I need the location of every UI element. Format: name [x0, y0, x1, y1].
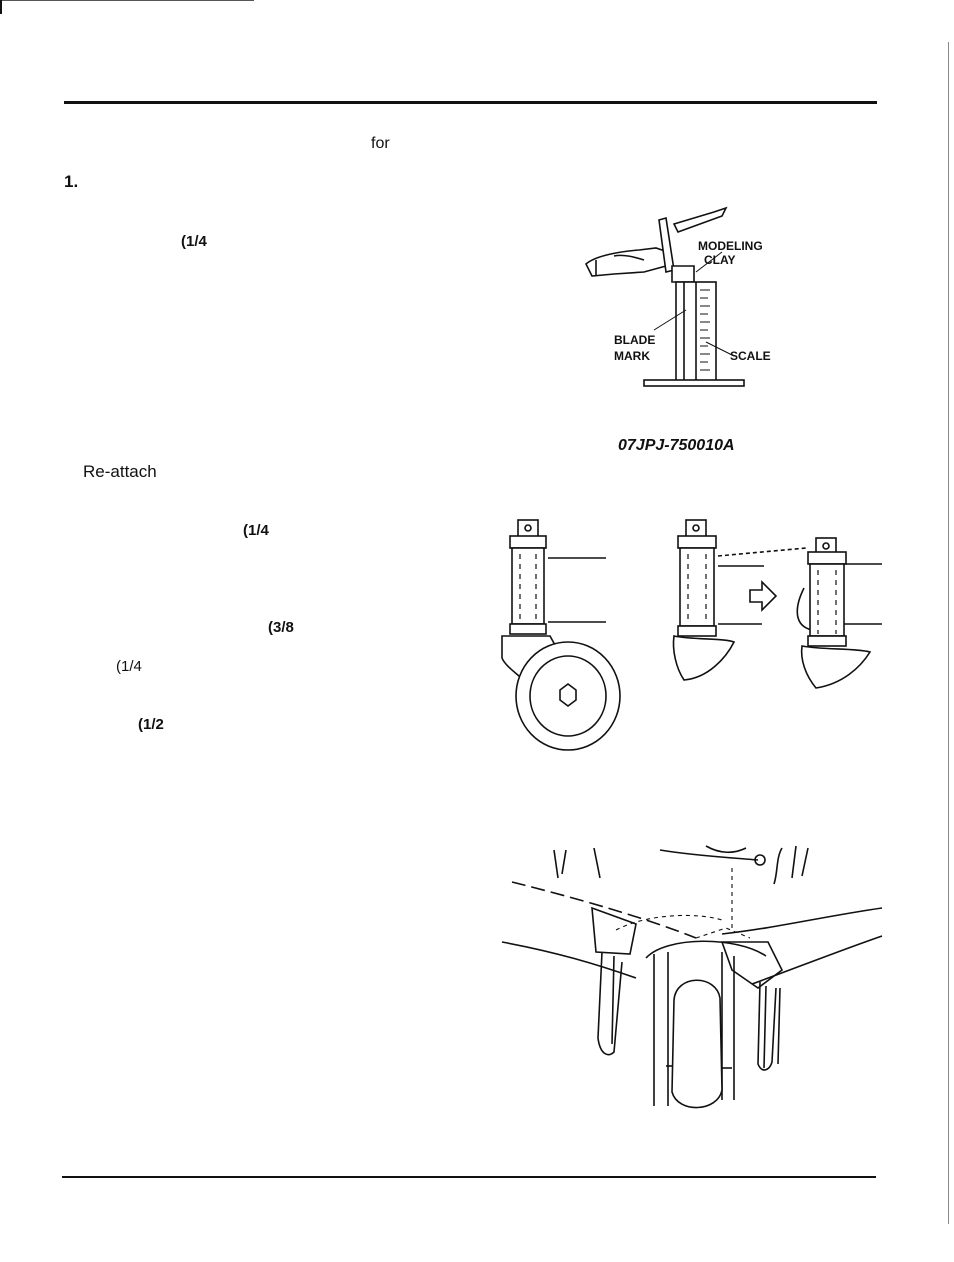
label-mark: MARK: [614, 349, 650, 363]
label-modeling: MODELING: [698, 239, 763, 253]
label-scale: SCALE: [730, 349, 771, 363]
for-word: for: [371, 135, 390, 152]
right-margin-line: [948, 42, 949, 1224]
fraction-quarter-2: (1/4: [243, 522, 269, 539]
fraction-three-eighths: (3/8: [268, 619, 294, 636]
figure1-part-number: 07JPJ-750010A: [618, 437, 735, 454]
header-rule: [64, 101, 877, 104]
deck-caster-drawing: [501, 845, 883, 1109]
corner-stub-vertical: [0, 0, 2, 14]
step-number: 1.: [64, 172, 79, 191]
footer-rule: [62, 1176, 876, 1178]
fraction-half: (1/2: [138, 716, 164, 733]
blade-measurement-drawing: MODELING CLAY BLADE MARK SCALE: [585, 206, 771, 387]
fraction-quarter-1: (1/4: [181, 233, 207, 250]
caster-adjustment-figure: [494, 518, 884, 754]
fraction-quarter-3: (1/4: [116, 658, 142, 675]
deck-caster-figure: [496, 838, 884, 1120]
label-clay: CLAY: [704, 253, 736, 267]
blade-measurement-figure: MODELING CLAY BLADE MARK SCALE: [584, 202, 784, 394]
corner-stub-horizontal: [2, 0, 254, 1]
reattach-text: Re-attach: [83, 462, 157, 481]
label-blade: BLADE: [614, 333, 655, 347]
caster-adjustment-drawing: [501, 519, 882, 751]
